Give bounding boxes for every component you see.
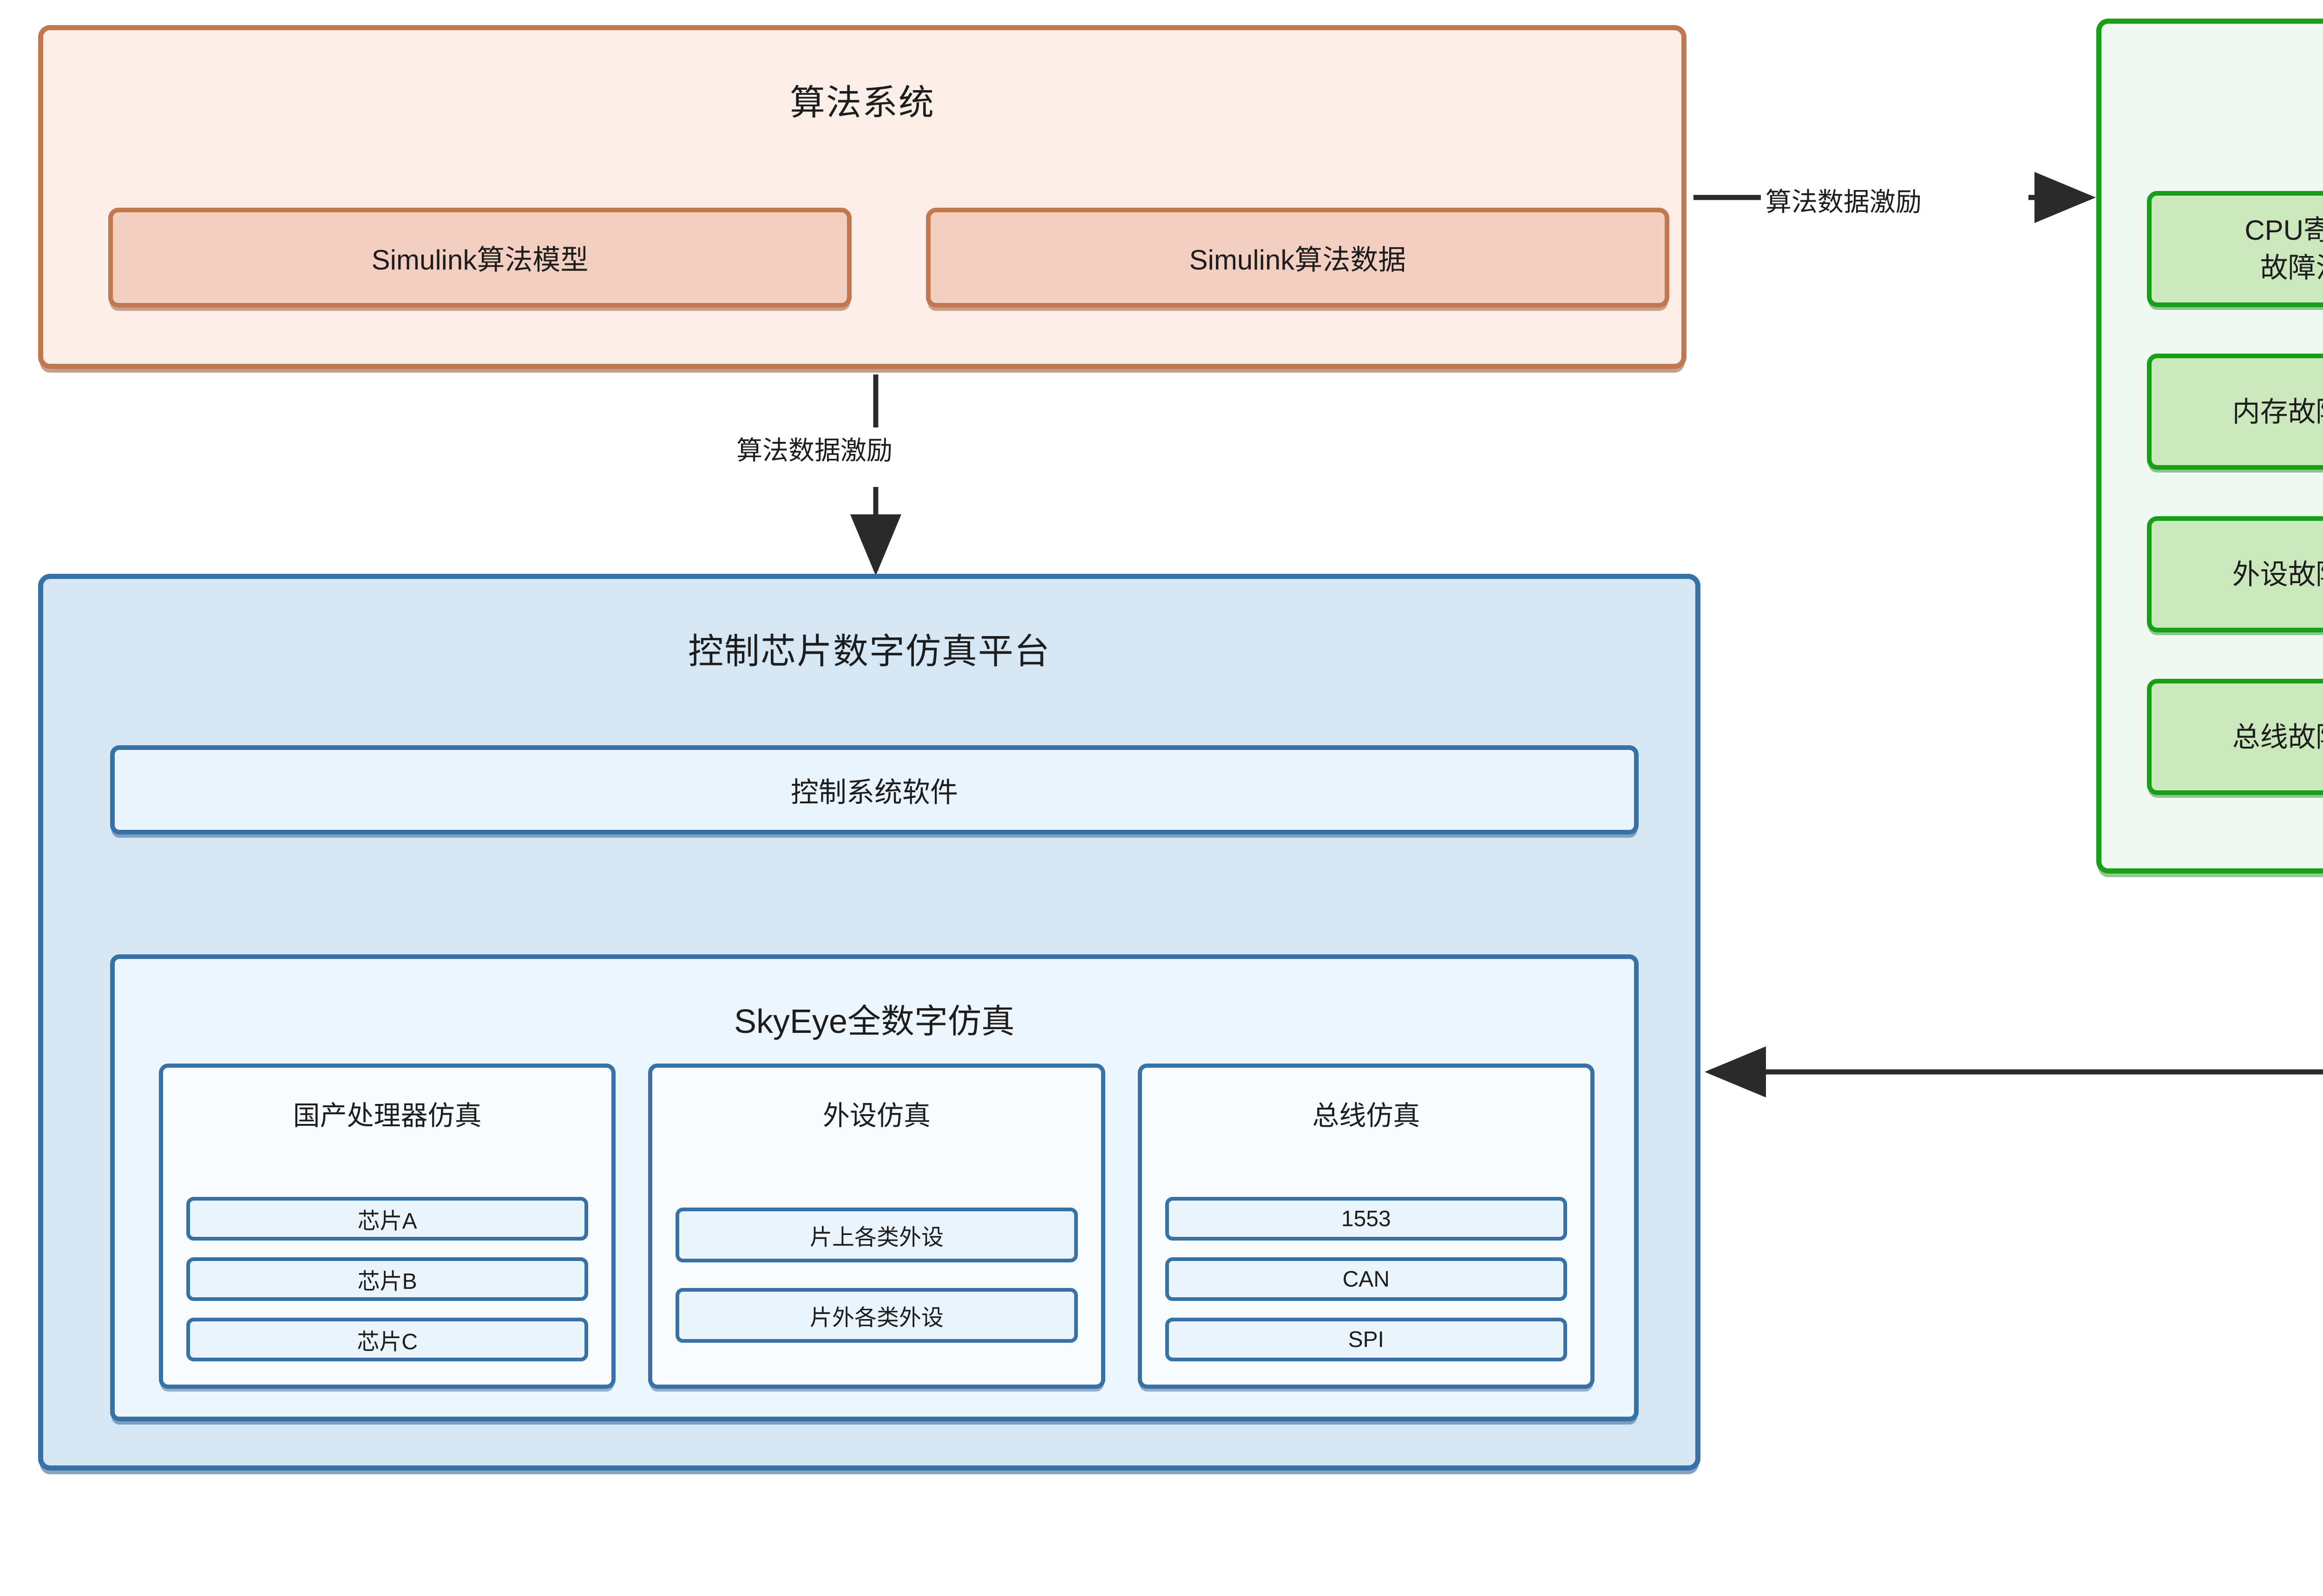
sky-item-chip-a[interactable]: 芯片A (186, 1197, 589, 1241)
fault-box-peripheral-fault-injection[interactable]: 外设故障注入 (2147, 516, 2323, 632)
skyeye-column-title-domestic-processor: 国产处理器仿真 (293, 1101, 482, 1131)
sky-item-1553[interactable]: 1553 (1165, 1197, 1567, 1241)
skyeye-simulation-box[interactable]: SkyEye全数字仿真 国产处理器仿真 芯片A 芯片B 芯片C 外设仿真 片上各… (110, 954, 1639, 1421)
skyeye-column-title-peripheral: 外设仿真 (822, 1101, 931, 1131)
skyeye-items-peripheral: 片上各类外设 片外各类外设 (676, 1208, 1078, 1343)
skyeye-column-bus[interactable]: 总线仿真 1553 CAN SPI (1137, 1064, 1595, 1389)
skyeye-items-bus: 1553 CAN SPI (1165, 1197, 1567, 1361)
skyeye-title: SkyEye全数字仿真 (734, 1003, 1015, 1040)
sky-item-chip-c[interactable]: 芯片C (186, 1318, 589, 1361)
sky-item-off-chip-peripherals[interactable]: 片外各类外设 (676, 1288, 1078, 1343)
control-system-software-box[interactable]: 控制系统软件 (110, 745, 1639, 834)
simulink-algorithm-model-box[interactable]: Simulink算法模型 (108, 208, 852, 308)
skyeye-column-domestic-processor[interactable]: 国产处理器仿真 芯片A 芯片B 芯片C (159, 1064, 616, 1389)
sky-item-on-chip-peripherals[interactable]: 片上各类外设 (676, 1208, 1078, 1262)
edge-label-algo-to-fault: 算法数据激励 (1765, 187, 1922, 217)
sky-item-spi[interactable]: SPI (1165, 1318, 1567, 1361)
fault-injection-system-panel[interactable]: 故障注入系统 CPU寄存器 故障注入 工程管理 脚本测试 内存故障注入 测试用例… (2096, 19, 2323, 874)
sky-item-chip-b[interactable]: 芯片B (186, 1257, 589, 1301)
edge-label-algo-to-sim: 算法数据激励 (736, 436, 892, 465)
fault-box-memory-fault-injection[interactable]: 内存故障注入 (2147, 354, 2323, 470)
simulink-algorithm-data-box[interactable]: Simulink算法数据 (926, 208, 1669, 308)
skyeye-column-title-bus: 总线仿真 (1312, 1101, 1420, 1131)
sky-item-can[interactable]: CAN (1165, 1257, 1567, 1301)
skyeye-columns: 国产处理器仿真 芯片A 芯片B 芯片C 外设仿真 片上各类外设 片外各类外设 (159, 1064, 1595, 1389)
fault-box-bus-fault-injection[interactable]: 总线故障注入 (2147, 679, 2323, 795)
edge-fault-to-sim-tail (1705, 1046, 2323, 1097)
simulation-platform-panel[interactable]: 控制芯片数字仿真平台 控制系统软件 SkyEye全数字仿真 国产处理器仿真 芯片… (38, 574, 1700, 1471)
fault-box-cpu-register-fault-injection[interactable]: CPU寄存器 故障注入 (2147, 191, 2323, 307)
algorithm-system-title: 算法系统 (790, 83, 935, 123)
fault-injection-feature-grid: CPU寄存器 故障注入 工程管理 脚本测试 内存故障注入 测试用例管理 手动测试… (2147, 191, 2323, 795)
skyeye-column-peripheral[interactable]: 外设仿真 片上各类外设 片外各类外设 (648, 1064, 1105, 1389)
simulation-platform-title: 控制芯片数字仿真平台 (688, 632, 1050, 671)
algorithm-system-panel[interactable]: 算法系统 Simulink算法模型 Simulink算法数据 (38, 25, 1686, 369)
skyeye-items-domestic-processor: 芯片A 芯片B 芯片C (186, 1197, 589, 1361)
fault-injection-system-title: 故障注入系统 (2101, 75, 2323, 114)
